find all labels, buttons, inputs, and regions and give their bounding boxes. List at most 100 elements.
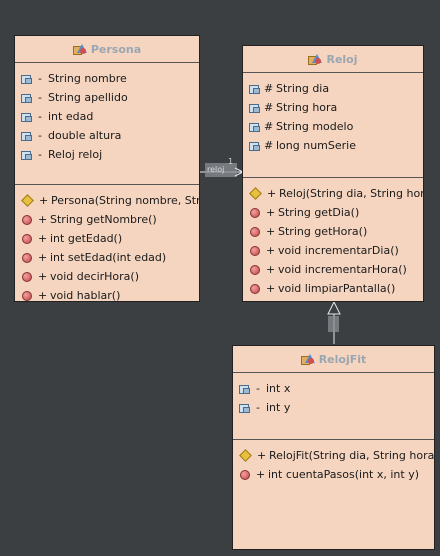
class-reloj[interactable]: Reloj #String dia #String hora #String m… xyxy=(242,45,424,302)
attribute-text: double altura xyxy=(48,129,122,142)
operations-section: +Persona(String nombre, String apellido)… xyxy=(15,185,199,302)
class-icon xyxy=(308,53,323,65)
attribute-row[interactable]: -int x xyxy=(233,379,434,398)
class-header: Reloj xyxy=(243,46,423,73)
class-name: Reloj xyxy=(326,52,358,66)
attribute-text: String dia xyxy=(276,82,330,95)
association-end-marker xyxy=(205,163,237,177)
method-row[interactable]: +int cuentaPasos(int x, int y) xyxy=(233,465,434,484)
attribute-text: int x xyxy=(266,382,291,395)
visibility-marker: + xyxy=(267,187,277,200)
field-icon xyxy=(21,131,32,141)
method-row[interactable]: +void limpiarPantalla() xyxy=(243,279,423,298)
visibility-marker: + xyxy=(38,251,48,264)
class-relojfit[interactable]: RelojFit -int x -int y +RelojFit(String … xyxy=(232,345,435,550)
method-text: void limpiarPantalla() xyxy=(278,282,396,295)
attribute-text: String hora xyxy=(276,101,338,114)
visibility-marker: - xyxy=(38,129,42,142)
attribute-row[interactable]: -Reloj reloj xyxy=(15,145,199,164)
class-icon xyxy=(72,43,87,55)
attribute-row[interactable]: -String nombre xyxy=(15,69,199,88)
method-text: String getNombre() xyxy=(50,213,157,226)
visibility-marker: + xyxy=(39,194,49,207)
attribute-row[interactable]: #String modelo xyxy=(243,117,423,136)
attributes-section: -String nombre -String apellido -int eda… xyxy=(15,63,199,185)
method-row[interactable]: +void incrementarHora() xyxy=(243,260,423,279)
visibility-marker: + xyxy=(266,244,276,257)
method-icon xyxy=(250,283,260,294)
attribute-row[interactable]: -int edad xyxy=(15,107,199,126)
method-row[interactable]: +String getNombre() xyxy=(15,210,199,229)
attributes-section: -int x -int y xyxy=(233,373,434,440)
field-icon xyxy=(249,84,260,94)
visibility-marker: + xyxy=(266,263,276,276)
visibility-marker: # xyxy=(264,101,274,114)
method-text: String getDia() xyxy=(278,206,360,219)
method-icon xyxy=(240,469,250,480)
visibility-marker: + xyxy=(266,206,276,219)
constructor-icon xyxy=(239,449,252,462)
visibility-marker: - xyxy=(38,148,42,161)
attribute-text: long numSerie xyxy=(276,139,356,152)
attributes-section: #String dia #String hora #String modelo … xyxy=(243,73,423,178)
method-text: void incrementarHora() xyxy=(278,263,407,276)
method-row[interactable]: +void decirHora() xyxy=(15,267,199,286)
field-icon xyxy=(249,141,260,151)
method-row[interactable]: +void hablar() xyxy=(15,286,199,302)
constructor-icon xyxy=(249,187,262,200)
attribute-row[interactable]: #long numSerie xyxy=(243,136,423,155)
method-icon xyxy=(22,233,32,244)
attribute-row[interactable]: -int y xyxy=(233,398,434,417)
attribute-text: int edad xyxy=(48,110,94,123)
method-row[interactable]: +void incrementarDia() xyxy=(243,241,423,260)
method-icon xyxy=(22,252,32,263)
field-icon xyxy=(239,384,250,394)
field-icon xyxy=(239,403,250,413)
method-text: int setEdad(int edad) xyxy=(50,251,167,264)
visibility-marker: + xyxy=(38,213,48,226)
method-row[interactable]: +int setEdad(int edad) xyxy=(15,248,199,267)
class-icon xyxy=(300,353,315,365)
generalization-marker xyxy=(328,316,339,332)
visibility-marker: + xyxy=(256,468,266,481)
method-row[interactable]: +int getEdad() xyxy=(15,229,199,248)
constructor-icon xyxy=(21,194,34,207)
attribute-text: String apellido xyxy=(48,91,128,104)
method-text: int cuentaPasos(int x, int y) xyxy=(268,468,419,481)
association-multiplicity: 1 xyxy=(228,157,234,166)
attribute-row[interactable]: -String apellido xyxy=(15,88,199,107)
constructor-row[interactable]: +RelojFit(String dia, String hora, Strin… xyxy=(233,446,434,465)
field-icon xyxy=(21,93,32,103)
visibility-marker: + xyxy=(38,232,48,245)
method-text: void incrementarDia() xyxy=(278,244,399,257)
class-persona[interactable]: Persona -String nombre -String apellido … xyxy=(14,35,200,302)
operations-section: +Reloj(String dia, String hora) +String … xyxy=(243,178,423,301)
attribute-row[interactable]: #String hora xyxy=(243,98,423,117)
field-icon xyxy=(249,122,260,132)
method-text: void decirHora() xyxy=(50,270,139,283)
visibility-marker: - xyxy=(38,91,42,104)
field-icon xyxy=(21,150,32,160)
constructor-text: Persona(String nombre, String apellido) xyxy=(51,194,200,207)
attribute-row[interactable]: #String dia xyxy=(243,79,423,98)
visibility-marker: + xyxy=(257,449,267,462)
method-text: int getEdad() xyxy=(50,232,123,245)
attribute-row[interactable]: -double altura xyxy=(15,126,199,145)
attribute-text: Reloj reloj xyxy=(48,148,103,161)
method-icon xyxy=(250,264,260,275)
visibility-marker: # xyxy=(264,82,274,95)
method-row[interactable]: +String getHora() xyxy=(243,222,423,241)
method-icon xyxy=(22,271,32,282)
visibility-marker: + xyxy=(38,289,48,302)
constructor-row[interactable]: +Persona(String nombre, String apellido) xyxy=(15,191,199,210)
visibility-marker: - xyxy=(38,110,42,123)
method-icon xyxy=(22,290,32,301)
constructor-row[interactable]: +Reloj(String dia, String hora) xyxy=(243,184,423,203)
method-icon xyxy=(250,245,260,256)
method-row[interactable]: +String getDia() xyxy=(243,203,423,222)
attribute-text: int y xyxy=(266,401,291,414)
visibility-marker: - xyxy=(256,382,260,395)
visibility-marker: # xyxy=(264,120,274,133)
operations-section: +RelojFit(String dia, String hora, Strin… xyxy=(233,440,434,488)
